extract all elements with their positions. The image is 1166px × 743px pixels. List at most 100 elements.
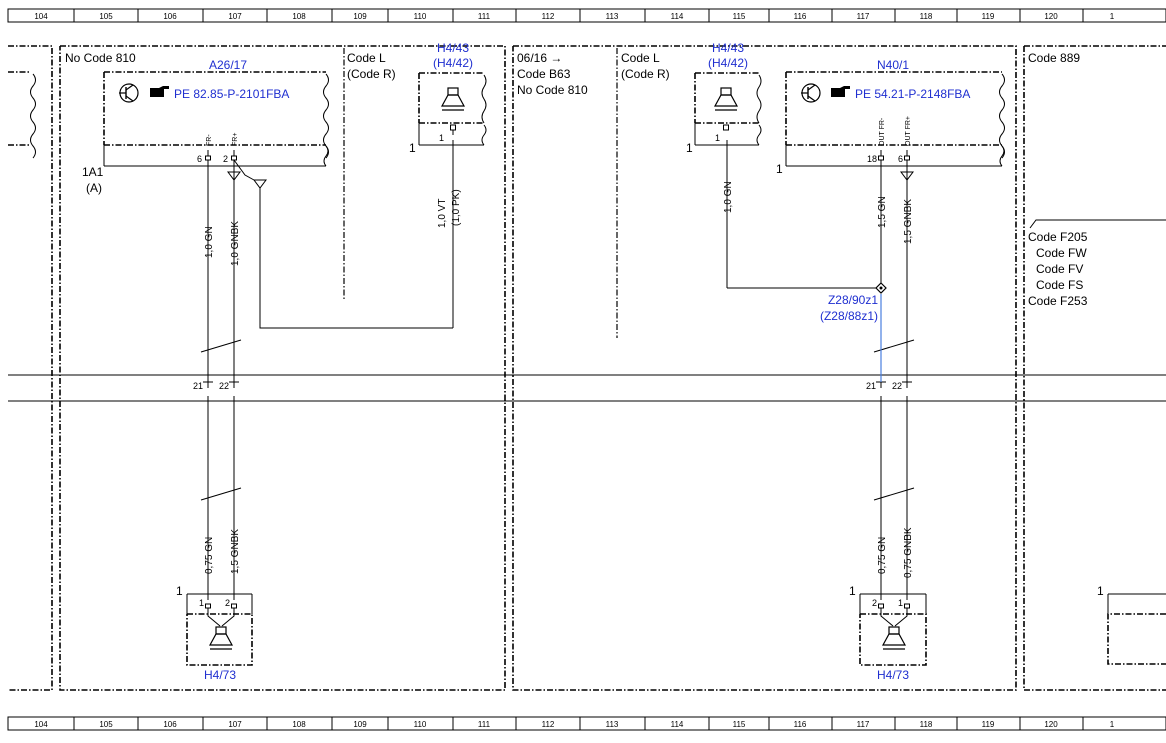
pointing-hand-icon [150,86,169,97]
ruler-cell: 106 [163,12,177,21]
pin-number: 2 [225,598,230,608]
pin-number: 2 [223,154,228,164]
pin-number: 1 [439,133,444,143]
ruler-cell: 106 [163,720,177,729]
ruler-cell: 112 [542,12,555,21]
connector-label: 1A1 [82,165,104,179]
wire-label: 1,5 GN [877,196,888,228]
wire-label: 0,75 GN [204,537,215,574]
ruler-cell: 113 [606,12,619,21]
left-partial-box [8,71,36,159]
ruler-cell: 114 [671,720,684,729]
wire-label: 1,0 GN [723,181,734,213]
pin-number: 18 [867,154,877,164]
ruler-cell: 118 [920,720,933,729]
wire-label: 1,0 VT [437,199,448,228]
pin-number: 21 [193,381,203,391]
section-condition: No Code 810 [517,83,588,97]
connector-label: 1 [176,584,183,598]
ruler-cell: 117 [857,720,870,729]
ruler-cell: 107 [228,12,242,21]
speaker-icon [208,626,234,650]
ruler-cell: 117 [857,12,870,21]
section-condition: No Code 810 [65,51,136,65]
pin-number: 6 [898,154,903,164]
ruler-cell: 1 [1110,720,1115,729]
section-frames [8,45,1166,691]
connector-label: 1 [409,141,416,155]
section-condition: Code 889 [1028,51,1080,65]
speaker-icon [881,626,907,650]
reference-link[interactable]: PE 82.85-P-2101FBA [174,87,289,101]
wires-left [200,124,456,600]
wire-label: 1,5 GNBK [230,529,241,574]
section-condition: Code B63 [517,67,571,81]
pin-number: 1 [199,598,204,608]
transistor-icon [119,83,139,103]
pin-number: 6 [197,154,202,164]
wire-label: 1,0 GN [204,226,215,258]
right-code-list: Code F205 Code FW Code FV Code FS Code F… [1028,219,1166,308]
ruler-cell: 107 [228,720,242,729]
splice-icon [875,282,887,294]
wire-label: 0,75 GNBK [903,527,914,578]
speaker-h4-43-left[interactable]: H4/43 (H4/42) 1 [418,41,487,146]
section-condition: 06/16 → [517,51,562,65]
pin-name: FR+ [232,133,239,146]
reference-link[interactable]: PE 54.21-P-2148FBA [855,87,970,101]
ruler-cell: 108 [292,720,306,729]
speaker-h4-73-left[interactable]: 1 2 H4/73 [186,593,253,682]
bottom-ruler: 104 105 106 107 108 109 110 111 112 113 … [7,716,1166,731]
ruler-cell: 119 [982,720,995,729]
section-condition: (Code R) [347,67,396,81]
code-item: Code F253 [1028,294,1088,308]
pin-name: OUT FR+ [905,116,912,146]
pin-name: OUT FR- [879,117,886,146]
code-item: Code FS [1036,278,1083,292]
module-a26-17[interactable]: A26/17 PE 82.85-P-2101FBA 6 2 FR- FR+ [103,58,329,167]
component-id-alt: (H4/42) [708,56,748,70]
code-item: Code FW [1036,246,1087,260]
component-id: H4/73 [204,668,236,682]
pin-name: FR- [206,134,213,146]
component-id: N40/1 [877,58,909,72]
component-id: A26/17 [209,58,247,72]
splice-label[interactable]: Z28/90z1 [828,293,878,307]
ruler-cell: 111 [478,720,491,729]
ruler-cell: 111 [478,12,491,21]
wire-label: 0,75 GN [877,537,888,574]
speaker-icon [440,87,466,111]
connector-label: 1 [776,162,783,176]
ruler-cell: 105 [99,720,113,729]
connector-label: 1 [1097,584,1104,598]
top-ruler: 104 105 106 107 108 109 110 111 112 113 … [7,8,1166,23]
ruler-cell: 118 [920,12,933,21]
section-condition: Code L [347,51,386,65]
connector-label: 1 [686,141,693,155]
ruler-cell: 113 [606,720,619,729]
pointing-hand-icon [831,86,850,97]
splice-label: (Z28/88z1) [820,309,878,323]
pin-number: 2 [872,598,877,608]
pin-number: 21 [866,381,876,391]
section-condition: (Code R) [621,67,670,81]
wire-label: (1,0 PK) [451,189,462,226]
ruler-cell: 109 [353,720,367,729]
wires-right [723,124,915,600]
speaker-h4-73-right[interactable]: 2 1 H4/73 [859,593,927,682]
component-id: H4/43 [712,41,744,55]
pin-number: 1 [715,133,720,143]
ruler-cell: 1 [1110,12,1115,21]
code-item: Code F205 [1028,230,1088,244]
ruler-cell: 104 [34,12,48,21]
module-n40-1[interactable]: N40/1 PE 54.21-P-2148FBA 18 6 OUT FR- OU… [785,58,1005,167]
ruler-cell: 120 [1044,12,1058,21]
ruler-cell: 116 [794,720,807,729]
wire-label: 1,5 GNBK [903,199,914,244]
speaker-icon [713,87,739,111]
separation-lines [8,374,1166,402]
ruler-cell: 110 [414,720,427,729]
speaker-h4-43-mid[interactable]: H4/43 (H4/42) 1 [694,41,762,146]
ruler-cell: 108 [292,12,306,21]
